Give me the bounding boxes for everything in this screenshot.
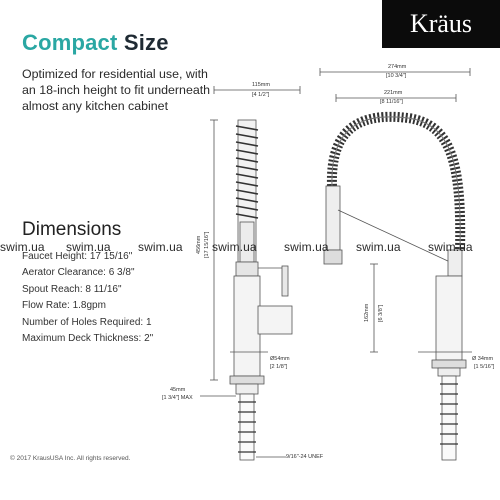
spec-flow-rate: Flow Rate: 1.8gpm (22, 300, 106, 312)
watermark: swim.ua (0, 240, 45, 254)
spout-reach-mm: 221mm (384, 90, 403, 96)
base-diameter-mm: Ø54mm (270, 356, 290, 362)
left-top-width-in: [4 1/2"] (252, 92, 270, 98)
right-top-width-in: [10 3/4"] (386, 73, 407, 79)
spec-holes-required: Number of Holes Required: 1 (22, 316, 152, 328)
hole-diameter-in: [1 5/16"] (474, 364, 495, 370)
height-mm: 456mm (196, 235, 202, 254)
watermark: swim.ua (138, 240, 183, 254)
dimensions-list: Faucet Height: 17 15/16" Aerator Clearan… (22, 249, 153, 347)
clearance-in: [6 3/8"] (378, 304, 384, 322)
watermark: swim.ua (428, 240, 473, 254)
spec-faucet-height: Faucet Height: 17 15/16" (22, 251, 133, 262)
kraus-logo: Kräus (382, 0, 500, 48)
deck-thickness-in: [1 3/4"] MAX (162, 395, 193, 401)
thread-spec: 9/16"-24 UNEF (286, 454, 324, 460)
right-faucet-drawing (319, 68, 472, 461)
clearance-mm: 162mm (364, 303, 370, 322)
left-top-width-mm: 115mm (252, 82, 270, 88)
spec-deck-thickness: Maximum Deck Thickness: 2" (22, 333, 154, 345)
deck-thickness-mm: 45mm (170, 387, 186, 393)
watermark: swim.ua (284, 240, 329, 254)
watermark: swim.ua (66, 240, 111, 254)
dimensions-title: Dimensions (22, 219, 122, 240)
hole-diameter-mm: Ø 34mm (472, 356, 494, 362)
title-compact: Compact (22, 30, 118, 55)
spout-reach-in: [8 11/16"] (380, 99, 403, 105)
page-title: Compact Size (22, 30, 169, 56)
spec-aerator-clearance: Aerator Clearance: 6 3/8" (22, 267, 135, 279)
base-diameter-in: [2 1/8"] (270, 364, 288, 370)
watermark: swim.ua (212, 240, 257, 254)
right-top-width-mm: 274mm (388, 64, 407, 70)
watermark: swim.ua (356, 240, 401, 254)
spec-spout-reach: Spout Reach: 8 11/16" (22, 283, 122, 295)
left-faucet-drawing (200, 86, 301, 461)
intro-text: Optimized for residential use, with an 1… (22, 67, 211, 113)
copyright-footer: © 2017 KrausUSA Inc. All rights reserved… (10, 455, 131, 462)
title-size: Size (123, 30, 169, 55)
height-in: [17 15/16"] (204, 231, 210, 258)
